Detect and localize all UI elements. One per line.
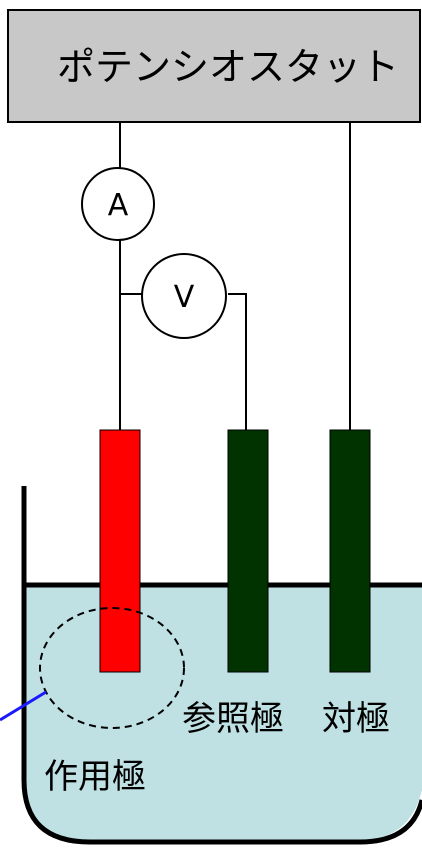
working-electrode-highlight xyxy=(39,607,185,729)
counter-electrode xyxy=(329,429,371,673)
reference-electrode xyxy=(227,429,269,673)
ammeter-circle xyxy=(81,167,155,241)
working-electrode xyxy=(99,429,141,673)
wiring xyxy=(119,122,351,430)
wire-voltmeter-to-reference xyxy=(228,293,247,430)
working-electrode-label: 作用極 xyxy=(44,757,146,797)
reference-electrode-label: 参照極 xyxy=(182,699,284,739)
potentiostat-box xyxy=(7,9,421,123)
counter-electrode-label: 対極 xyxy=(322,699,390,739)
ammeter: A xyxy=(81,167,155,241)
beaker-wall xyxy=(21,486,422,845)
ammeter-label: A xyxy=(108,188,129,223)
potentiostat-label: ポテンシオスタット xyxy=(57,45,399,89)
voltmeter-label: V xyxy=(174,280,195,315)
voltmeter-circle xyxy=(141,253,227,339)
voltmeter: V xyxy=(141,253,227,339)
pointer-line xyxy=(0,690,47,722)
